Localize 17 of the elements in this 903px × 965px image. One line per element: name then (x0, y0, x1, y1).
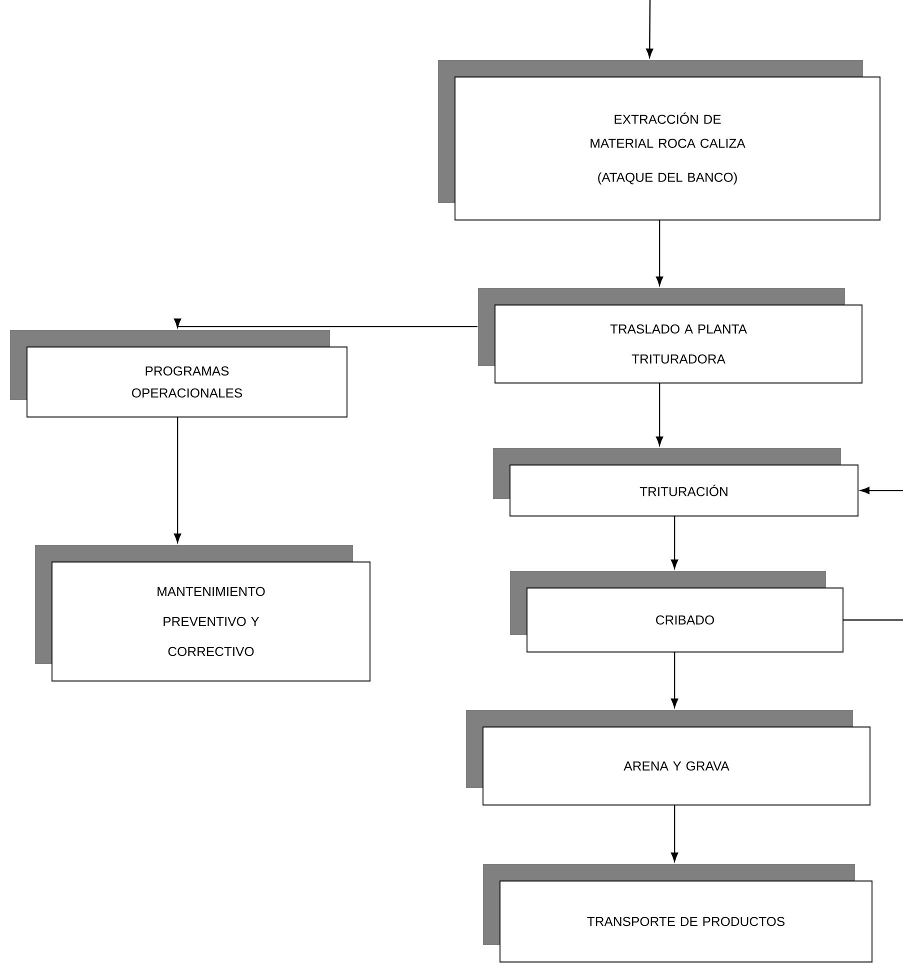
process-box: TRANSPORTE DE PRODUCTOS (483, 864, 872, 962)
process-box: PROGRAMAS OPERACIONALES (10, 330, 348, 418)
arrow (670, 516, 678, 569)
process-box: TRASLADO A PLANTA TRITURADORA (478, 288, 862, 384)
arrow (656, 220, 664, 286)
process-box: ARENA Y GRAVA (466, 710, 870, 806)
process-box: TRITURACIÓN (493, 448, 858, 516)
arrow (670, 805, 678, 862)
process-box: EXTRACCIÓN DE MATERIAL ROCA CALIZA (ATAQUE DEL BANCO) (438, 60, 880, 220)
arrow (670, 652, 678, 708)
process-box: MANTENIMIENTO PREVENTIVO Y CORRECTIVO (35, 545, 370, 682)
arrow (174, 318, 478, 328)
arrow (646, 0, 654, 58)
arrow (174, 417, 182, 543)
arrow (656, 383, 664, 446)
arrow (843, 486, 903, 621)
process-box: CRIBADO (510, 571, 844, 652)
